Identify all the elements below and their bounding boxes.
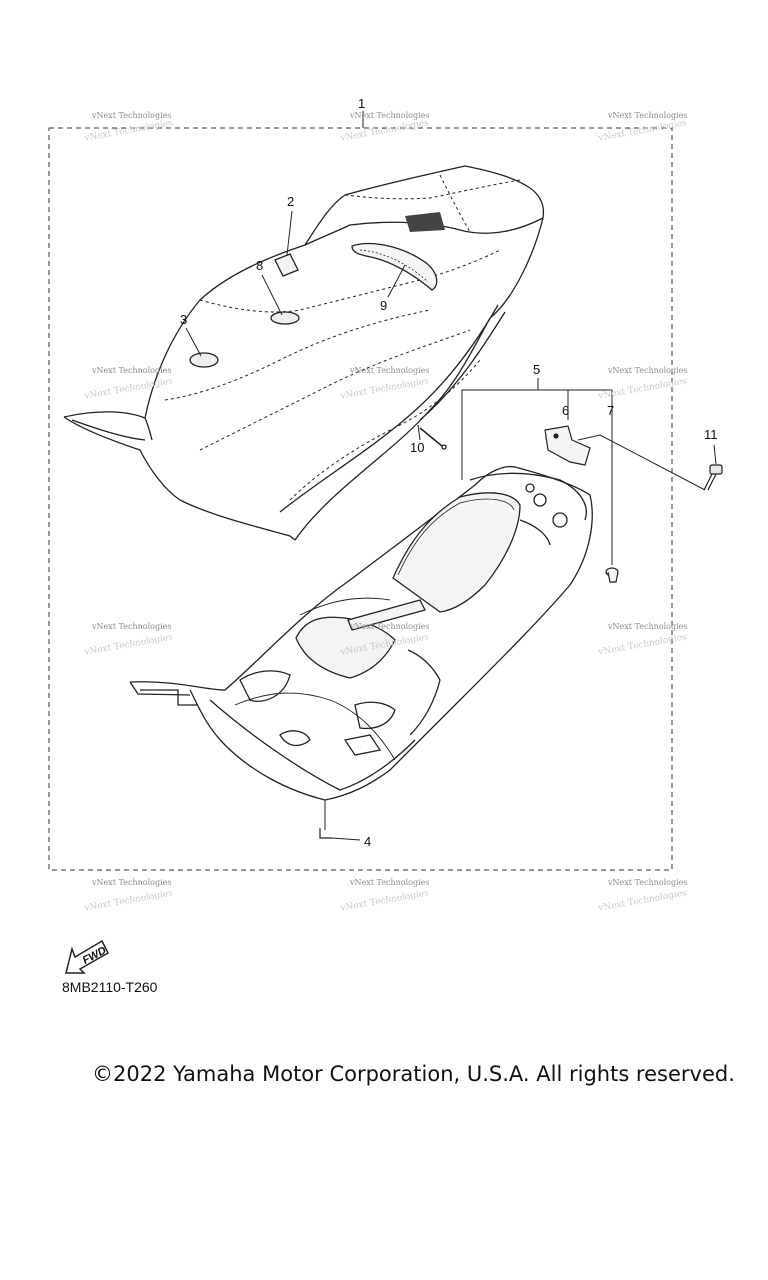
watermark: vNext Technologies [350, 366, 430, 375]
leader-10 [417, 424, 421, 441]
watermark: vNext Technologies [608, 622, 688, 631]
callout-2: 2 [287, 194, 295, 209]
seat-drawing [63, 165, 545, 541]
callout-6: 6 [562, 403, 570, 418]
watermark: vNext Technologies [92, 622, 172, 631]
fwd-arrow-icon: FWD [65, 939, 109, 974]
part-11-bolt [703, 464, 723, 491]
watermark: vNext Technologies [350, 878, 430, 887]
callout-10: 10 [410, 440, 425, 455]
leader-11 [577, 434, 706, 491]
watermark: vNext Technologies [608, 878, 688, 887]
callout-3: 3 [180, 312, 188, 327]
diagram-code: 8MB2110-T260 [62, 979, 158, 995]
seat-base-drawing [129, 465, 593, 839]
part-6-bracket [544, 425, 591, 466]
leader-9 [387, 264, 406, 298]
fwd-label: FWD [81, 945, 109, 967]
callout-8: 8 [256, 258, 264, 273]
copyright-notice: ©2022 Yamaha Motor Corporation, U.S.A. A… [92, 1062, 735, 1086]
watermark: vNext Technologies [350, 622, 430, 631]
leader-8 [261, 274, 283, 316]
callout-5: 5 [533, 362, 541, 377]
watermark: vNext Technologies [608, 111, 688, 120]
leader-4b [331, 837, 361, 841]
callout-1: 1 [358, 96, 366, 111]
leader-2 [286, 210, 293, 256]
callout-7: 7 [607, 403, 615, 418]
watermark: vNext Technologies [92, 111, 172, 120]
assembly-boundary [48, 127, 673, 871]
leader-5 [461, 389, 612, 480]
leader-3 [185, 327, 202, 357]
watermark: vNext Technologies [92, 366, 172, 375]
watermark: vNext Technologies [350, 111, 430, 120]
callout-9: 9 [380, 298, 388, 313]
part-7-nut [605, 567, 619, 583]
watermark: vNext Technologies [92, 878, 172, 887]
watermark: vNext Technologies [608, 366, 688, 375]
callout-4: 4 [364, 834, 372, 849]
callout-11: 11 [704, 427, 718, 442]
